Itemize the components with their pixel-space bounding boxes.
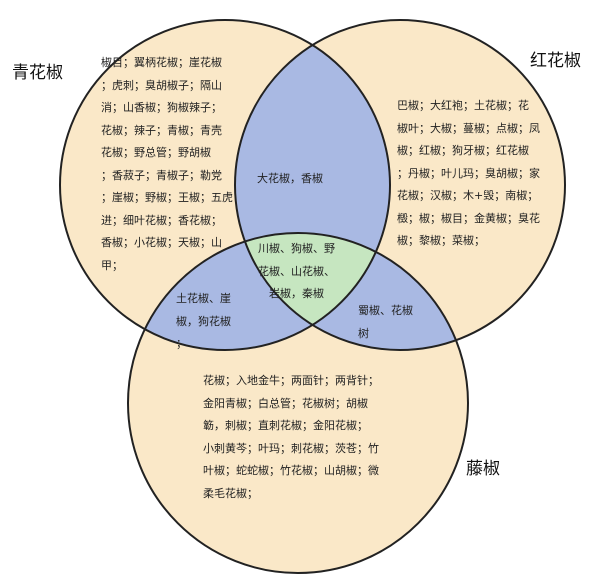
red-vine-overlap — [235, 233, 468, 350]
set-label-vine: 藤椒 — [466, 459, 500, 479]
green-pepper-outline — [59, 19, 391, 351]
region-green-only: 椒目；翼柄花椒；崖花椒 ；虎刺；臭胡椒子；隔山 消；山香椒；狗椒辣子； 花椒；辣… — [101, 56, 233, 272]
red-pepper-outline — [234, 19, 566, 351]
region-vine-only: 花椒；入地金牛；两面针；两背针； 金阳青椒；白总管；花椒树；胡椒 簕，刺椒；直刺… — [203, 374, 379, 500]
set-label-green: 青花椒 — [12, 63, 63, 83]
vine-pepper-outline — [127, 232, 469, 574]
region-red-vine: 蜀椒、花椒 树 — [358, 304, 413, 340]
region-green-red: 大花椒，香椒 — [257, 172, 323, 185]
region-red-only: 巴椒；大红袍；土花椒；花 椒叶；大椒；蔓椒；点椒；凤 椒；红椒；狗牙椒；红花椒 … — [397, 99, 540, 247]
region-green-vine: 土花椒、崖 椒，狗花椒 ； — [176, 292, 231, 350]
region-all-three: 川椒、狗椒、野 花椒、山花椒、 岩椒，秦椒 — [258, 242, 335, 300]
set-label-red: 红花椒 — [530, 51, 581, 71]
